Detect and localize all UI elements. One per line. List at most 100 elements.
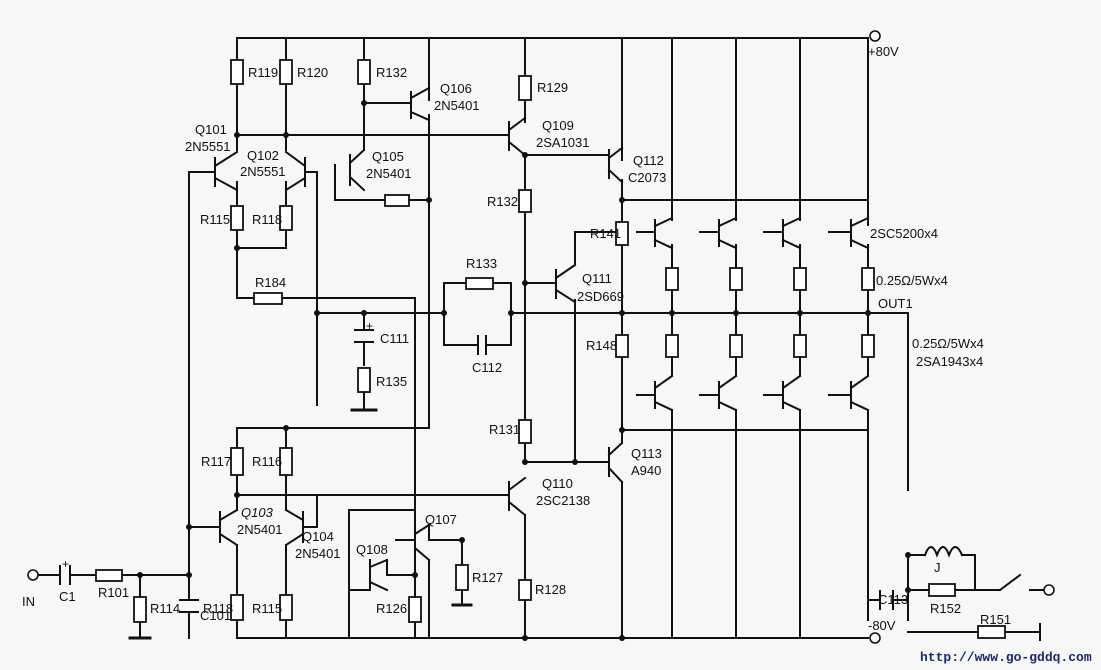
re-p3-body (793, 334, 807, 358)
r101-body (95, 569, 123, 582)
resistors (95, 59, 1006, 639)
ground-symbols (128, 408, 473, 640)
r132b-label: R132 (487, 194, 518, 209)
positive-rail-label: +80V (868, 44, 899, 59)
q109-part: 2SA1031 (536, 135, 590, 150)
r148-label: R148 (586, 338, 617, 353)
re-p2-body (729, 334, 743, 358)
q104-ref: Q104 (302, 529, 334, 544)
r115b-label: R115 (252, 601, 282, 616)
junctions (137, 100, 911, 641)
r116-body (279, 447, 293, 476)
q106-part: 2N5401 (434, 98, 480, 113)
r118-label: R118 (252, 212, 282, 227)
r119-body (230, 59, 244, 85)
transistor-symbols (213, 86, 870, 592)
r184-body (253, 292, 283, 305)
re-p4-body (861, 334, 875, 358)
r118-body (279, 205, 293, 231)
r126-label: R126 (376, 601, 407, 616)
r151-body (977, 625, 1006, 639)
c1-label: C1 (59, 589, 76, 604)
r117-label: R117 (201, 454, 231, 469)
r151-label: R151 (980, 612, 1011, 627)
re-p1-body (665, 334, 679, 358)
q106-ref: Q106 (440, 81, 472, 96)
negative-rail-label: -80V (868, 618, 896, 633)
q105-part: 2N5401 (366, 166, 412, 181)
q103-ref: Q103 (241, 505, 274, 520)
c101-label: C101 (200, 608, 231, 623)
r152-label: R152 (930, 601, 961, 616)
q113-part: A940 (631, 463, 661, 478)
q103-part: 2N5401 (237, 522, 283, 537)
negative-rail-terminal (869, 632, 881, 644)
r128-body (518, 579, 532, 601)
r133-label: R133 (466, 256, 497, 271)
r131-label: R131 (489, 422, 520, 437)
r126-body (408, 596, 422, 623)
q102-ref: Q102 (247, 148, 279, 163)
q112-ref: Q112 (633, 153, 664, 168)
positive-rail-terminal (869, 30, 881, 42)
re-n4-body (861, 267, 875, 291)
q101-part: 2N5551 (185, 139, 231, 154)
r129-label: R129 (537, 80, 568, 95)
npn-output-label: 2SC5200x4 (870, 226, 938, 241)
r132b-body (384, 194, 410, 207)
relay-label: J (934, 560, 941, 575)
q111-ref: Q111 (582, 271, 612, 286)
r115-label: R115 (200, 212, 230, 227)
pnp-output-label: 2SA1943x4 (916, 354, 983, 369)
terminals (27, 30, 1055, 644)
input-label: IN (22, 594, 35, 609)
q110-ref: Q110 (542, 476, 573, 491)
r116-label: R116 (252, 454, 282, 469)
r118b-label: R118 (203, 601, 233, 616)
c1-polarity: + (62, 557, 69, 571)
re-n3-body (793, 267, 807, 291)
capacitors (59, 329, 964, 613)
r127-body (455, 564, 469, 591)
r114-label: R114 (150, 601, 180, 616)
c111-label: C111 (380, 331, 409, 346)
c112-label: C112 (472, 360, 502, 375)
r119-label: R119 (248, 65, 278, 80)
output-label: OUT1 (878, 296, 913, 311)
npn-emitter-res-label: 0.25Ω/5Wx4 (876, 273, 948, 288)
re-n1-body (665, 267, 679, 291)
q108-ref: Q108 (356, 542, 388, 557)
r101-label: R101 (98, 585, 129, 600)
wires (37, 37, 1045, 641)
re-n2-body (729, 267, 743, 291)
c111-polarity: + (366, 319, 373, 333)
q110-part: 2SC2138 (536, 493, 590, 508)
footer-url: http://www.go-gddq.com (920, 650, 1092, 665)
r118b-body (230, 594, 244, 621)
r128-label: R128 (535, 582, 566, 597)
r132-label: R132 (376, 65, 407, 80)
r117-body (230, 447, 244, 476)
speaker-terminal (1043, 584, 1055, 596)
c113-label: C113 (878, 592, 908, 607)
q107-ref: Q107 (425, 512, 457, 527)
r135-body (357, 367, 371, 393)
r115b-body (279, 594, 293, 621)
labels: +80V -80V IN OUT1 Q101 2N5551 Q102 2N555… (22, 44, 1092, 665)
pnp-emitter-res-label: 0.25Ω/5Wx4 (912, 336, 984, 351)
q109-ref: Q109 (542, 118, 574, 133)
r129-body (518, 75, 532, 101)
input-terminal (27, 569, 39, 581)
q101-ref: Q101 (195, 122, 227, 137)
r120-label: R120 (297, 65, 328, 80)
q105-ref: Q105 (372, 149, 404, 164)
r141-body (615, 221, 629, 246)
r132-body (357, 59, 371, 85)
q104-part: 2N5401 (295, 546, 341, 561)
r184-label: R184 (255, 275, 286, 290)
r120-body (279, 59, 293, 85)
r135-label: R135 (376, 374, 407, 389)
r115-body (230, 205, 244, 231)
r114-body (133, 596, 147, 623)
